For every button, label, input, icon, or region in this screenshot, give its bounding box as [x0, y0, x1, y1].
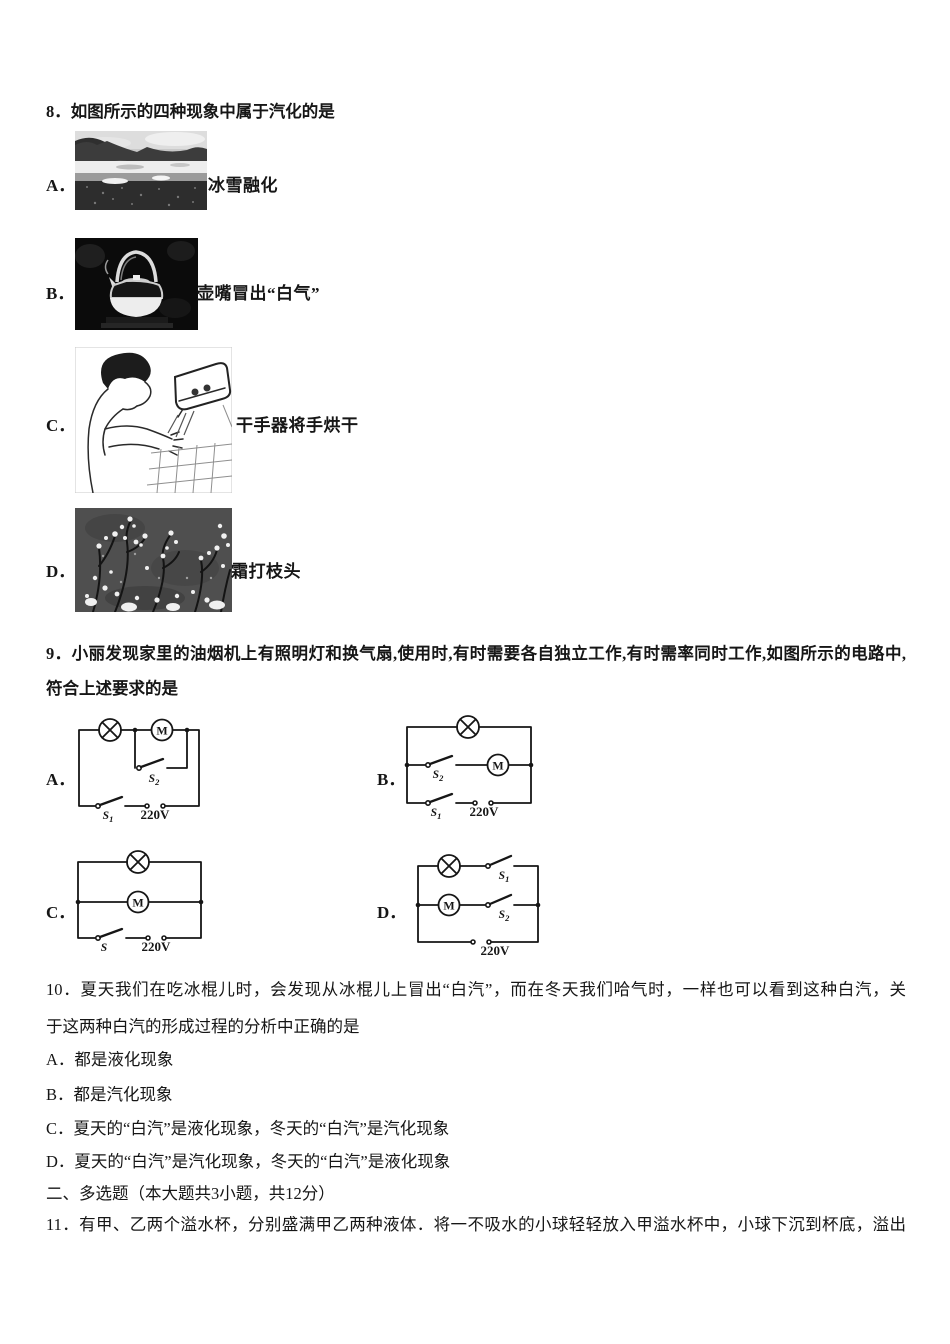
q8-option-c-caption: 干手器将手烘干 — [236, 416, 359, 435]
q8-title: 8．如图所示的四种现象中属于汽化的是 — [46, 102, 335, 121]
motor-symbol-label: M — [443, 899, 454, 913]
q8-option-c-letter: C． — [46, 416, 76, 435]
q9-circuit-d-letter: D． — [377, 903, 407, 922]
circuit-d-diagram: M S1 S2 220V — [415, 854, 541, 958]
q9-text-line1: 9．小丽发现家里的油烟机上有照明灯和换气扇,使用时,有时需要各自独立工作,有时需… — [46, 644, 906, 663]
q9-circuit-a-letter: A． — [46, 770, 76, 789]
q9-circuit-b-letter: B． — [377, 770, 406, 789]
switch-s-label: S — [101, 942, 107, 954]
voltage-label: 220V — [142, 939, 172, 954]
q10-option-c: C．夏天的“白汽”是液化现象，冬天的“白汽”是汽化现象 — [46, 1119, 450, 1138]
q10-option-d: D．夏天的“白汽”是汽化现象，冬天的“白汽”是液化现象 — [46, 1152, 451, 1171]
circuit-a-diagram: M S2 S1 220V — [78, 718, 200, 822]
frost-on-branches-image — [75, 508, 232, 612]
section-2-header: 二、多选题（本大题共3小题，共12分） — [46, 1184, 335, 1203]
q10-text-line2: 于这两种白汽的形成过程的分析中正确的是 — [46, 1017, 360, 1036]
melting-snow-image — [75, 131, 207, 210]
motor-symbol-label: M — [132, 896, 143, 910]
voltage-label: 220V — [481, 943, 511, 958]
switch-s2-label: S2 — [433, 769, 444, 783]
q8-option-b-letter: B． — [46, 284, 75, 303]
circuit-c-diagram: M S 220V — [75, 850, 204, 954]
q8-option-d-letter: D． — [46, 562, 76, 581]
q9-circuit-c-letter: C． — [46, 903, 76, 922]
q10-option-b: B．都是汽化现象 — [46, 1085, 173, 1104]
q8-option-a-letter: A． — [46, 176, 76, 195]
switch-s1-label: S1 — [499, 870, 510, 884]
switch-s1-label: S1 — [431, 807, 442, 821]
q8-option-b-caption: 壶嘴冒出“白气” — [197, 284, 320, 303]
q8-option-a-caption: 冰雪融化 — [208, 176, 278, 195]
switch-s2-label: S2 — [499, 909, 510, 923]
circuit-b-diagram: M S2 S1 220V — [404, 715, 534, 821]
motor-symbol-label: M — [492, 759, 503, 773]
hand-dryer-image — [75, 347, 232, 493]
voltage-label: 220V — [141, 807, 171, 822]
switch-s2-label: S2 — [149, 773, 160, 787]
q8-option-d-caption: 霜打枝头 — [231, 562, 301, 581]
switch-s1-label: S1 — [103, 810, 114, 822]
voltage-label: 220V — [470, 804, 500, 819]
q10-text-line1: 10．夏天我们在吃冰棍儿时，会发现从冰棍儿上冒出“白汽”，而在冬天我们哈气时，一… — [46, 980, 906, 999]
q10-option-a: A．都是液化现象 — [46, 1050, 174, 1069]
q9-text-line2: 符合上述要求的是 — [46, 679, 178, 698]
q11-text-line1: 11．有甲、乙两个溢水杯，分别盛满甲乙两种液体．将一不吸水的小球轻轻放入甲溢水杯… — [46, 1215, 906, 1234]
motor-symbol-label: M — [156, 724, 167, 738]
kettle-steam-image — [75, 238, 198, 330]
